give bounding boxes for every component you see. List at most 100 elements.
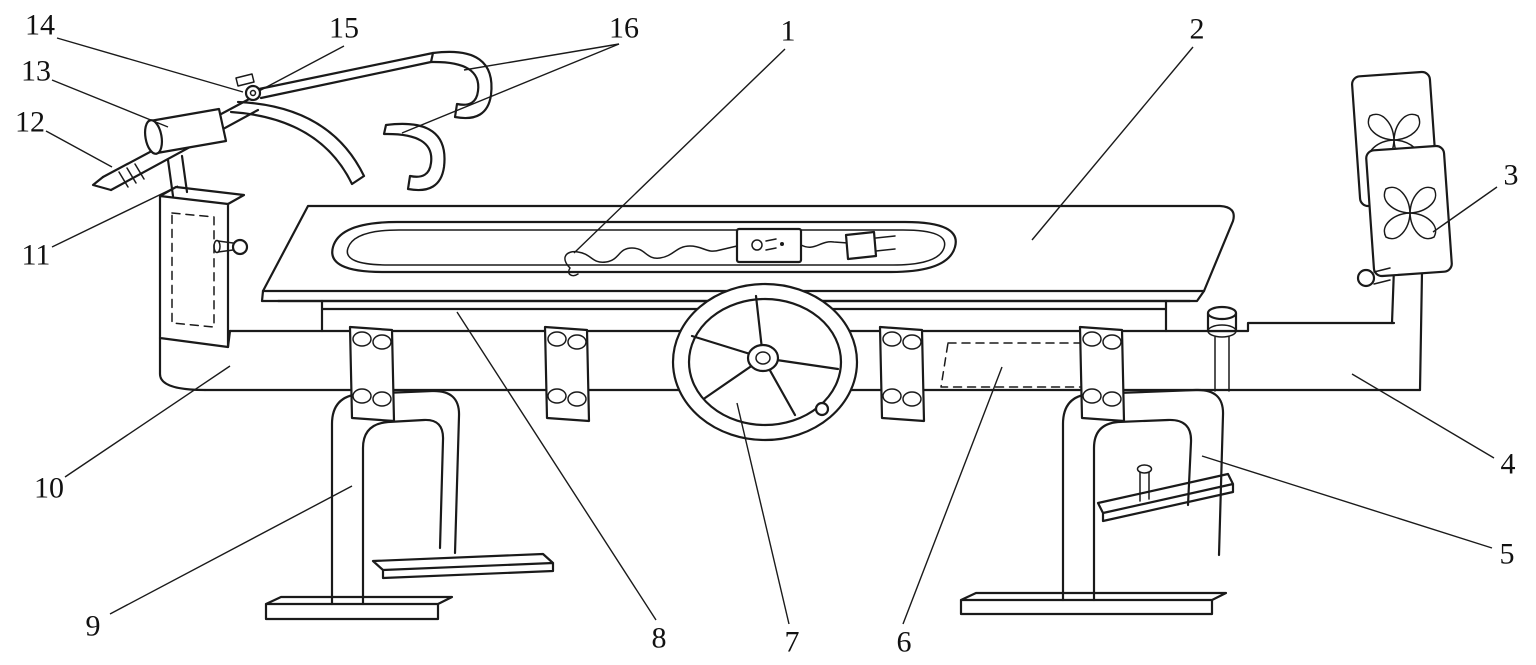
- callout-label-7: 7: [785, 626, 800, 659]
- bolt-hole: [352, 331, 372, 347]
- thumb-screw-knob: [231, 238, 249, 256]
- right-leg-stand: [959, 388, 1235, 616]
- bolt-hole: [1082, 388, 1102, 404]
- left-end-bracket: [158, 185, 249, 392]
- fan-petal: [1383, 212, 1411, 240]
- callout-label-12: 12: [15, 106, 45, 139]
- bolt-shaft: [1214, 336, 1230, 392]
- right-post: [1390, 266, 1424, 392]
- bolt-hole: [1102, 334, 1122, 350]
- callout-label-8: 8: [652, 622, 667, 655]
- handwheel: [671, 282, 859, 442]
- recessed-tray-outer: [331, 220, 957, 274]
- right-leg-inner: [1092, 418, 1193, 602]
- bolt-hole: [1082, 331, 1102, 347]
- pivot-bolt: [235, 73, 255, 87]
- bolt-hole: [567, 334, 587, 350]
- left-leg-outer: [330, 389, 461, 606]
- right-leg-outer: [1061, 388, 1225, 602]
- callout-leader-15: [258, 45, 345, 92]
- plug-prongs: [875, 235, 896, 252]
- clamp-tip-jaw: [91, 175, 113, 192]
- bolt-hole: [547, 331, 567, 347]
- fan-petal: [1383, 186, 1411, 214]
- left-leg-base: [264, 595, 454, 621]
- bolt-hole: [1102, 391, 1122, 407]
- callout-leader-16: [401, 43, 620, 134]
- callout-label-5: 5: [1500, 538, 1515, 571]
- callout-leader-4: [1351, 373, 1495, 459]
- fan-petal: [1393, 113, 1421, 141]
- bracket-hidden-outline: [171, 212, 215, 328]
- recessed-tray-inner: [346, 229, 946, 266]
- callout-leader-14: [56, 37, 244, 93]
- callout-label-16: 16: [609, 12, 639, 45]
- bracket-plate: [1078, 325, 1126, 423]
- callout-leader-7: [736, 402, 790, 625]
- callout-label-3: 3: [1504, 159, 1519, 192]
- callout-label-4: 4: [1501, 448, 1516, 481]
- table-top: [260, 204, 1235, 303]
- bolt-hole: [567, 391, 587, 407]
- right-leg-step: [1096, 472, 1235, 523]
- callout-leader-11: [51, 185, 179, 248]
- fan-petal: [1367, 113, 1395, 141]
- bolt-head-bottom: [1207, 324, 1237, 338]
- callout-label-2: 2: [1190, 13, 1205, 46]
- bolt-hole: [352, 388, 372, 404]
- callout-label-11: 11: [22, 239, 51, 272]
- callout-leader-1: [573, 48, 786, 254]
- bracket-bend: [158, 329, 232, 392]
- left-leg-crossbar: [371, 552, 555, 580]
- right-leg-base: [959, 591, 1228, 616]
- step-bolt-head: [1136, 464, 1153, 474]
- mounting-bracket-2: [543, 325, 591, 423]
- control-box-prongs: [765, 238, 777, 251]
- bolt-hole: [902, 391, 922, 407]
- bracket-plate: [348, 325, 396, 423]
- mounting-bracket-4: [1078, 325, 1126, 423]
- bolt-hole: [882, 388, 902, 404]
- callout-label-13: 13: [21, 55, 51, 88]
- callout-label-1: 1: [781, 15, 796, 48]
- fan-plate-front: [1365, 144, 1453, 278]
- callout-leader-5: [1201, 455, 1493, 549]
- pivot-joint-center: [249, 89, 257, 97]
- bracket-plate: [878, 325, 926, 423]
- clamp-assembly: [91, 50, 493, 198]
- mounting-bracket-1: [348, 325, 396, 423]
- clamp-support-link: [166, 154, 189, 198]
- plug-cord: [800, 241, 849, 248]
- fan-rosette-front: [1383, 186, 1437, 240]
- wheel-spokes: [690, 294, 840, 417]
- callout-leader-2: [1031, 46, 1194, 241]
- wheel-hub: [746, 343, 780, 373]
- power-plug: [844, 230, 878, 261]
- control-box: [735, 227, 803, 264]
- callout-label-15: 15: [329, 12, 359, 45]
- callout-label-9: 9: [86, 610, 101, 643]
- bolt-head-top: [1206, 305, 1238, 321]
- callout-leader-12: [45, 130, 113, 168]
- bolt-hole: [372, 334, 392, 350]
- clamp-spring-coil: [118, 163, 145, 188]
- callout-leader-8: [456, 311, 657, 621]
- hook-lower: [382, 122, 446, 192]
- wheel-handle-knob: [814, 401, 830, 417]
- callout-leader-10: [64, 365, 231, 478]
- callout-leader-16: [463, 43, 620, 71]
- control-box-dot: [780, 242, 784, 246]
- curved-band: [229, 100, 366, 186]
- wheel-hub-center: [755, 351, 771, 365]
- bolt-hole: [372, 391, 392, 407]
- thumb-screw-stem: [217, 240, 234, 253]
- callout-leader-13: [51, 79, 169, 128]
- callout-leader-6: [902, 366, 1003, 625]
- bolt-hole: [882, 331, 902, 347]
- power-cable: [564, 245, 738, 277]
- mounting-bracket-3: [878, 325, 926, 423]
- callout-label-10: 10: [34, 472, 64, 505]
